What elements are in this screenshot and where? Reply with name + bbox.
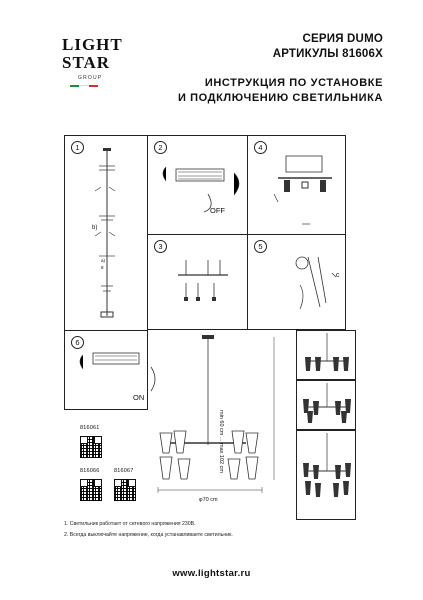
step-5-panel: 5 c (247, 234, 346, 330)
series-title: СЕРИЯ DUMO (302, 33, 383, 45)
step-4-badge: 4 (254, 141, 267, 154)
step-4-panel: 4 (247, 135, 346, 235)
step-2-panel: 2 OFF (147, 135, 248, 235)
logo-text-group: GROUP (78, 75, 103, 81)
diameter-label: φ70 cm (199, 497, 218, 503)
step-1-panel: 1 b) a) 8 (64, 135, 148, 331)
step-3-drawing (178, 260, 228, 301)
instruction-title-line1: ИНСТРУКЦИЯ ПО УСТАНОВКЕ (204, 77, 383, 89)
variant-3-drawing (303, 433, 351, 497)
article-code-816061: 816061 (80, 425, 100, 431)
note-2: 2. Всегда выключайте напряжение, когда у… (64, 532, 233, 538)
variant-2-drawing (303, 383, 351, 423)
articles-title: АРТИКУЛЫ 81606X (272, 48, 383, 60)
step-1-drawing (94, 148, 116, 318)
step-5-badge: 5 (254, 240, 267, 253)
step-5-drawing (295, 256, 337, 310)
article-code-816067: 816067 (114, 468, 134, 474)
note-1: 1. Светильник работает от сетевого напря… (64, 521, 196, 527)
chandelier-main-diagram (157, 335, 275, 493)
step-2-off-label: OFF (210, 206, 225, 215)
variant-1-drawing (305, 333, 349, 371)
instruction-title-line2: И ПОДКЛЮЧЕНИЮ СВЕТИЛЬНИКА (177, 92, 383, 104)
variant-3-panel (296, 430, 356, 520)
step-2-badge: 2 (154, 141, 167, 154)
height-range-label: min 60 cm ... max 102 cm (218, 410, 224, 473)
step-2-drawing (162, 166, 240, 213)
qr-code-816061 (80, 436, 102, 458)
step-6-badge: 6 (71, 336, 84, 349)
step-1-label-8: 8 (101, 265, 104, 270)
step-1-label-a: a) (101, 258, 106, 263)
step-1-badge: 1 (71, 141, 84, 154)
logo-text-light: LIGHT (62, 35, 123, 54)
step-6-on-label: ON (133, 393, 145, 402)
step-3-panel: 3 (147, 234, 248, 330)
step-5-label-c: c (336, 272, 340, 279)
step-4-drawing (273, 155, 332, 225)
variant-2-panel (296, 380, 356, 430)
step-6-panel: 6 ON (64, 330, 156, 410)
qr-code-816066 (80, 479, 102, 501)
italian-flag-stripe (70, 85, 98, 87)
logo-text-star: STAR (62, 53, 111, 72)
qr-code-816067 (114, 479, 136, 501)
website-url[interactable]: www.lightstar.ru (172, 568, 251, 579)
step-3-badge: 3 (154, 240, 167, 253)
variant-1-panel (296, 330, 356, 380)
step-6-drawing (79, 352, 156, 392)
article-code-816066: 816066 (80, 468, 100, 474)
step-1-label-b: b) (92, 225, 98, 231)
